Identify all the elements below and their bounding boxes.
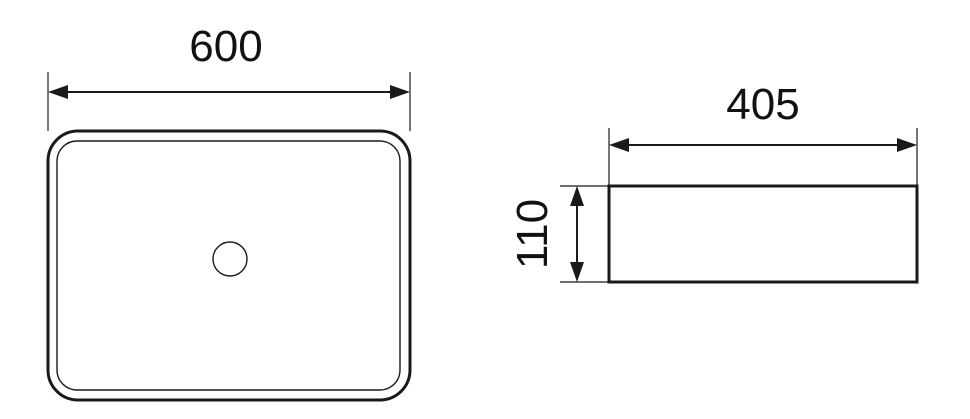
width-arrow-right (390, 85, 410, 99)
side-view-outline (607, 184, 919, 284)
width-arrow-left (48, 85, 68, 99)
height-arrow-top (570, 186, 584, 206)
depth-dimension-label: 405 (726, 80, 799, 129)
drain-hole (212, 241, 248, 277)
basin-inner-outline (56, 140, 401, 391)
top-view: 600 (46, 22, 412, 402)
side-view: 405 110 (508, 80, 919, 284)
depth-arrow-left (609, 138, 629, 152)
height-dimension-label: 110 (508, 199, 557, 269)
basin-outer-outline (46, 129, 412, 402)
width-dimension-label: 600 (189, 22, 262, 71)
depth-arrow-right (897, 138, 917, 152)
height-arrow-bottom (570, 262, 584, 282)
